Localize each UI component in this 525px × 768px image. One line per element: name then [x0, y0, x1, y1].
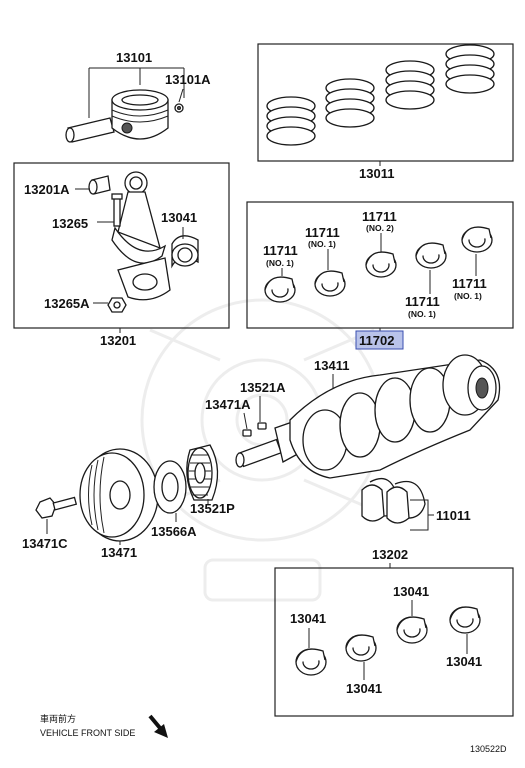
label-13471A[interactable]: 13471A [205, 397, 251, 412]
label-11711-c[interactable]: 11711 [362, 209, 397, 224]
bearing-set-b[interactable] [345, 634, 377, 662]
front-direction-arrow-icon [148, 714, 168, 738]
ring-set-box [257, 43, 514, 162]
ring-set-group: 13011 [257, 43, 514, 181]
label-13041-b[interactable]: 13041 [346, 681, 382, 696]
label-11711-d-sub: (NO. 1) [408, 309, 436, 319]
label-11702-highlight[interactable] [355, 330, 404, 350]
label-13202[interactable]: 13202 [372, 547, 408, 562]
label-11711-e[interactable]: 11711 [452, 276, 487, 291]
label-13521A[interactable]: 13521A [240, 380, 286, 395]
footer: 車両前方 VEHICLE FRONT SIDE 130522D [40, 713, 507, 754]
conrod-cap[interactable] [117, 257, 171, 301]
label-13041-d[interactable]: 13041 [446, 654, 482, 669]
label-13101[interactable]: 13101 [116, 50, 152, 65]
label-13041-c[interactable]: 13041 [393, 584, 429, 599]
main-bearing-2[interactable] [314, 270, 346, 297]
connecting-rod[interactable] [111, 171, 167, 264]
conrod-group: 13201A 13265 13265A [13, 162, 230, 348]
label-13041-conrod[interactable]: 13041 [161, 210, 197, 225]
conrod-bolt[interactable] [111, 193, 123, 227]
oil-slinger[interactable] [153, 460, 187, 514]
bearing-set-a[interactable] [295, 648, 327, 676]
direction-en: VEHICLE FRONT SIDE [40, 728, 135, 738]
label-11711-e-sub: (NO. 1) [454, 291, 482, 301]
crankshaft[interactable] [235, 354, 501, 479]
label-13411[interactable]: 13411 [314, 358, 349, 373]
label-13521P[interactable]: 13521P [190, 501, 235, 516]
label-13041-a[interactable]: 13041 [290, 611, 326, 626]
main-bearing-3[interactable] [365, 251, 397, 278]
piston[interactable] [111, 89, 169, 140]
label-11711-d[interactable]: 11711 [405, 294, 440, 309]
direction-jp: 車両前方 [40, 713, 76, 724]
label-11702[interactable]: 11702 [359, 333, 394, 348]
label-11011[interactable]: 11011 [436, 508, 471, 523]
label-13201[interactable]: 13201 [100, 333, 136, 348]
label-13471C[interactable]: 13471C [22, 536, 68, 551]
main-bearing-group: 11711 (NO. 1) 11711 (NO. 1) 11711 (NO. 2… [246, 201, 514, 350]
label-13201A[interactable]: 13201A [24, 182, 70, 197]
main-bearing-4[interactable] [415, 242, 447, 269]
label-11711-a[interactable]: 11711 [263, 243, 298, 258]
conrod-box [13, 162, 230, 329]
piston-group: 13101 13101A [65, 50, 211, 143]
label-13566A[interactable]: 13566A [151, 524, 197, 539]
crank-key-1[interactable] [257, 422, 267, 430]
label-11711-b[interactable]: 11711 [305, 225, 340, 240]
figure-code: 130522D [470, 744, 507, 754]
bearing-set-group: 13202 13041 13041 13041 13041 [274, 547, 514, 717]
timing-gear[interactable] [186, 444, 219, 501]
crank-key-2[interactable] [242, 429, 252, 437]
conrod-bearing[interactable] [171, 235, 199, 269]
piston-pin[interactable] [65, 117, 115, 143]
crank-pulley[interactable] [79, 448, 159, 542]
piston-rings[interactable] [266, 44, 495, 146]
label-11711-c-sub: (NO. 2) [366, 223, 394, 233]
label-13265[interactable]: 13265 [52, 216, 88, 231]
conrod-nut[interactable] [107, 297, 127, 313]
bearing-set-c[interactable] [396, 616, 428, 644]
label-13265A[interactable]: 13265A [44, 296, 90, 311]
front-components: 13471 13471C 13566A 13521P [22, 444, 235, 560]
pulley-bolt[interactable] [35, 496, 78, 519]
label-13471[interactable]: 13471 [101, 545, 137, 560]
crankshaft-group: 13411 13521A 13471A [205, 354, 501, 479]
label-13101A[interactable]: 13101A [165, 72, 211, 87]
bearing-set-d[interactable] [449, 606, 481, 634]
label-11711-b-sub: (NO. 1) [308, 239, 336, 249]
main-bearing-5[interactable] [461, 226, 493, 253]
conrod-bushing[interactable] [88, 175, 111, 195]
bearing-set-box [274, 567, 514, 717]
thrust-washer-group: 11011 [361, 477, 471, 531]
label-11711-a-sub: (NO. 1) [266, 258, 294, 268]
thrust-washers[interactable] [361, 477, 426, 524]
main-bearing-1[interactable] [264, 276, 296, 303]
label-13011[interactable]: 13011 [359, 166, 394, 181]
piston-pin-clip[interactable] [174, 103, 184, 113]
